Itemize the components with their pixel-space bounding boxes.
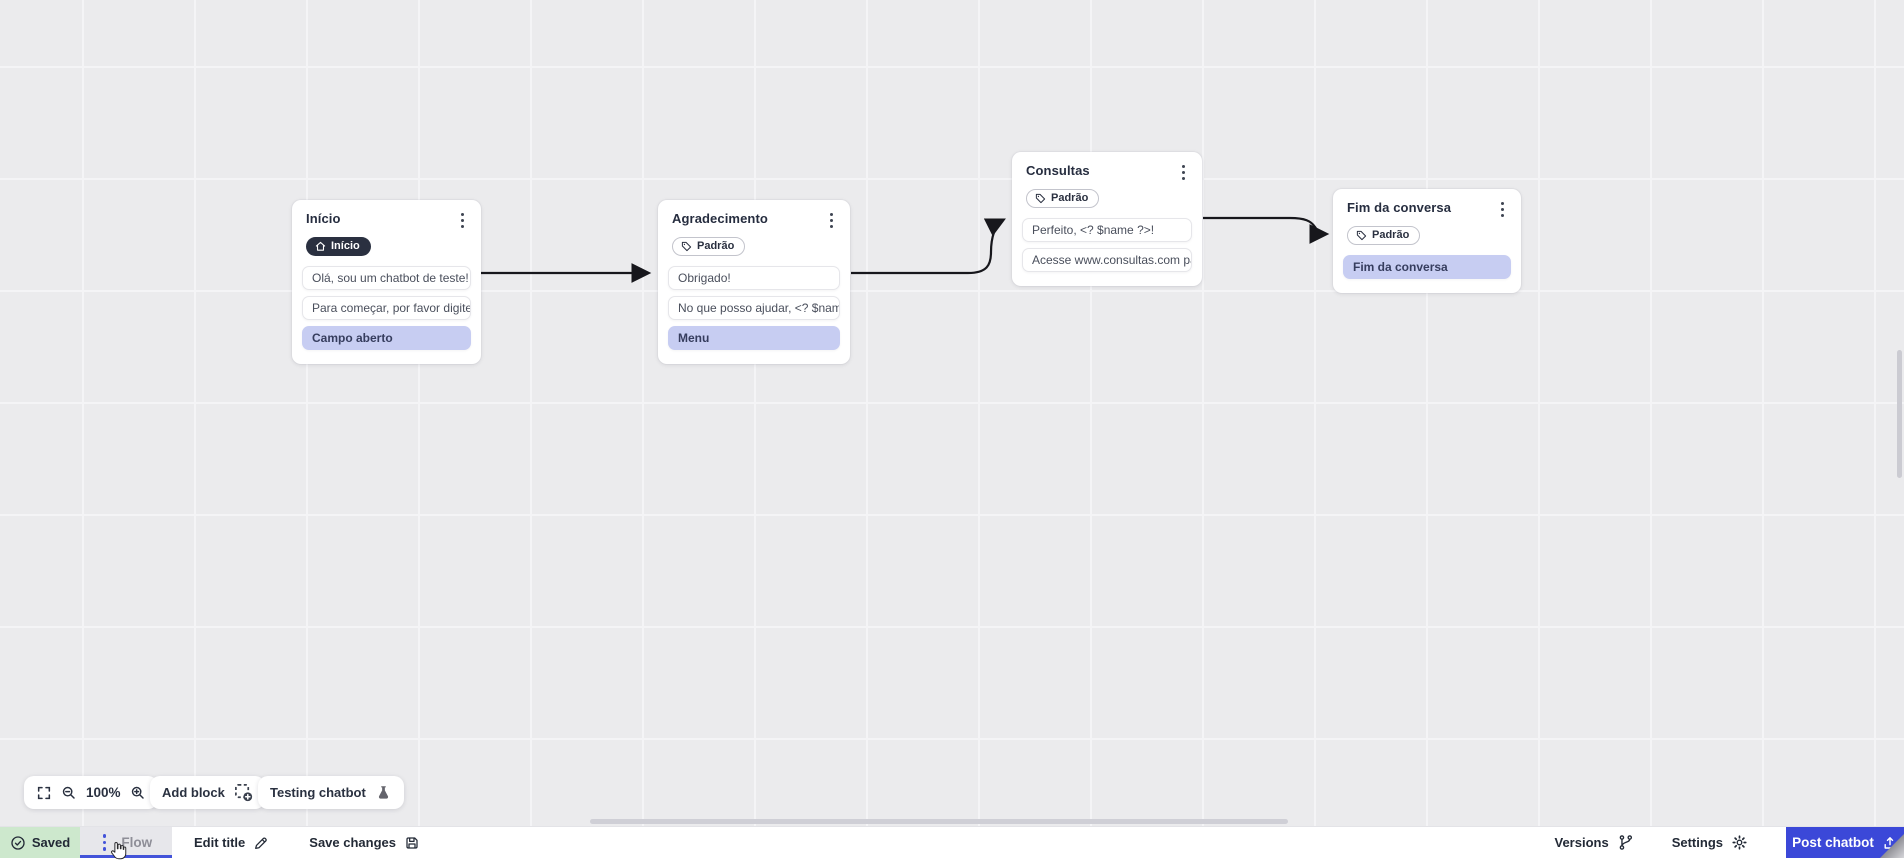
kebab-menu-icon[interactable] [1498,200,1507,219]
zoom-out-icon[interactable] [61,785,77,801]
message-row[interactable]: Obrigado! [668,265,840,290]
fit-screen-icon[interactable] [36,785,52,801]
saved-label: Saved [31,835,71,850]
kebab-menu-icon[interactable] [827,211,836,230]
flow-kebab-icon[interactable] [100,832,110,853]
edit-title-label: Edit title [194,835,246,850]
settings-button[interactable]: Settings [1672,827,1748,858]
save-changes-button[interactable]: Save changes [309,827,420,858]
settings-label: Settings [1671,835,1723,850]
node-title: Agradecimento [672,211,768,226]
open-field-row[interactable]: Campo aberto [302,325,471,350]
flow-tab-label: Flow [121,835,153,850]
home-icon [315,241,326,251]
message-row[interactable]: Olá, sou um chatbot de teste! [302,265,471,290]
flask-icon [378,785,388,799]
zoom-in-icon[interactable] [130,785,146,801]
node-inicio[interactable]: Início Início Olá, sou um chatbot de tes… [292,200,481,364]
node-title: Consultas [1026,163,1090,178]
padrao-tag: Padrão [672,237,746,257]
start-badge-label: Início [331,240,360,253]
message-row[interactable]: No que posso ajudar, <? $name ... [668,295,840,320]
node-title: Fim da conversa [1347,200,1452,215]
testing-chatbot-label: Testing chatbot [270,785,366,800]
pencil-icon [255,836,268,849]
post-chatbot-button[interactable]: Post chatbot [1786,827,1904,858]
active-tab-underline [80,855,172,858]
gear-icon [1732,835,1747,850]
bottom-bar-spacer [420,827,1555,858]
message-row[interactable]: Perfeito, <? $name ?>! [1022,217,1192,242]
testing-chatbot-button[interactable]: Testing chatbot [258,776,404,809]
check-circle-icon [11,835,25,850]
edit-title-button[interactable]: Edit title [194,827,269,858]
node-fim-da-conversa[interactable]: Fim da conversa Padrão Fim da conversa [1333,189,1521,293]
corner-fold [1880,834,1904,858]
node-title: Início [306,211,341,226]
add-block-icon [234,784,252,802]
post-chatbot-label: Post chatbot [1792,835,1874,850]
save-changes-label: Save changes [309,835,396,850]
padrao-tag: Padrão [1026,189,1100,209]
versions-label: Versions [1554,835,1609,850]
edge-agradecimento-consultas [851,218,1006,275]
tag-icon [1356,230,1367,240]
node-agradecimento[interactable]: Agradecimento Padrão Obrigado! No que po… [658,200,850,364]
zoom-toolbar: 100% [24,776,158,809]
padrao-tag: Padrão [1347,226,1421,246]
zoom-level: 100% [86,785,121,800]
tag-icon [681,241,692,251]
git-branch-icon [1619,835,1632,850]
start-badge: Início [306,237,371,257]
message-row[interactable]: Para começar, por favor digite o ... [302,295,471,320]
edge-consultas-fim [1203,216,1330,244]
padrao-tag-label: Padrão [1372,229,1410,242]
kebab-menu-icon[interactable] [1179,163,1188,182]
horizontal-scrollbar[interactable] [590,819,1288,824]
padrao-tag-label: Padrão [1051,192,1089,205]
tag-icon [1035,193,1046,203]
connection-edges [481,216,1330,283]
menu-row[interactable]: Menu [668,325,840,350]
saved-status: Saved [0,827,80,858]
tab-flow[interactable]: Flow [80,827,172,860]
add-block-button[interactable]: Add block [150,776,265,809]
save-floppy-icon [406,836,418,849]
versions-button[interactable]: Versions [1555,827,1634,858]
mouse-hand-cursor [111,842,127,860]
message-row[interactable]: Acesse www.consultas.com par... [1022,247,1192,272]
bottom-bar: Saved Flow Edit title Save changes Versi… [0,826,1904,860]
vertical-scrollbar[interactable] [1897,350,1902,478]
flow-canvas[interactable]: Início Início Olá, sou um chatbot de tes… [0,0,1904,826]
add-block-label: Add block [162,785,225,800]
node-consultas[interactable]: Consultas Padrão Perfeito, <? $name ?>! … [1012,152,1202,286]
padrao-tag-label: Padrão [697,240,735,253]
kebab-menu-icon[interactable] [458,211,467,230]
end-row[interactable]: Fim da conversa [1343,254,1511,279]
